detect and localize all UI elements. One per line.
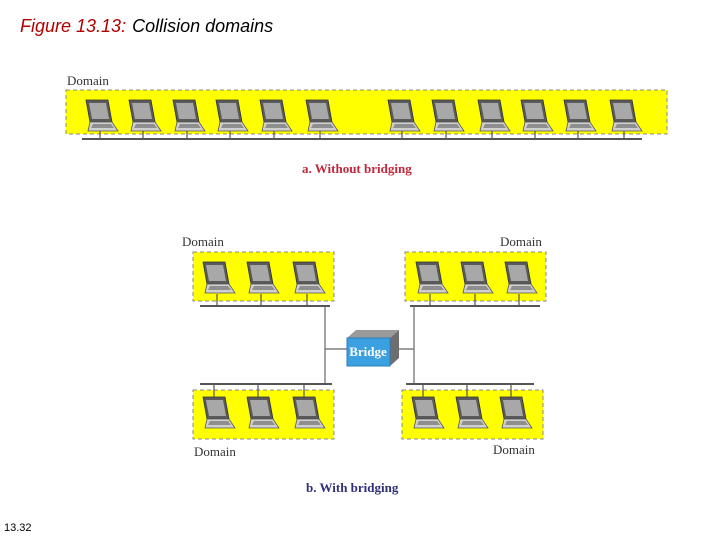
domain-label-bottom-left: Domain <box>194 444 236 459</box>
figure-title-text: Collision domains <box>132 16 274 36</box>
slide-number: 13.32 <box>4 522 32 534</box>
bridge-label: Bridge <box>349 344 387 359</box>
figure-title: Figure 13.13:Collision domains <box>20 16 273 37</box>
figure-number: Figure 13.13: <box>20 16 127 36</box>
bridge-connections <box>324 306 415 384</box>
caption-with-bridging: b. With bridging <box>306 480 399 495</box>
caption-without-bridging: a. Without bridging <box>302 161 412 176</box>
domain-label-a: Domain <box>67 73 109 88</box>
domain-label-top-left: Domain <box>182 234 224 249</box>
domain-label-bottom-right: Domain <box>493 442 535 457</box>
laptops-a <box>85 99 643 139</box>
domain-label-top-right: Domain <box>500 234 542 249</box>
bridge-device-icon <box>346 330 399 367</box>
